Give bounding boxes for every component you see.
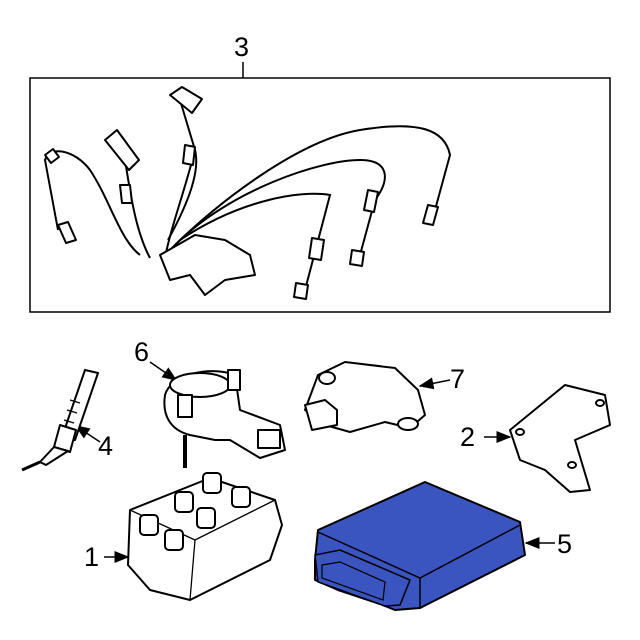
callout-7: 7 (450, 364, 466, 394)
callout-5: 5 (557, 529, 573, 559)
mounting-bracket[interactable] (484, 384, 611, 493)
sensor-part-7[interactable] (304, 361, 451, 433)
group-box-3 (29, 77, 611, 313)
callout-4: 4 (98, 431, 114, 461)
ignition-coil[interactable] (104, 472, 283, 601)
spark-plug[interactable] (21, 369, 101, 472)
control-module[interactable] (314, 481, 555, 611)
crank-sensor[interactable] (149, 361, 286, 468)
callout-2: 2 (460, 422, 476, 452)
callout-3: 3 (234, 32, 250, 62)
callout-6: 6 (134, 337, 150, 367)
spark-plug-wire-set[interactable] (29, 62, 611, 313)
callout-1: 1 (84, 542, 100, 572)
